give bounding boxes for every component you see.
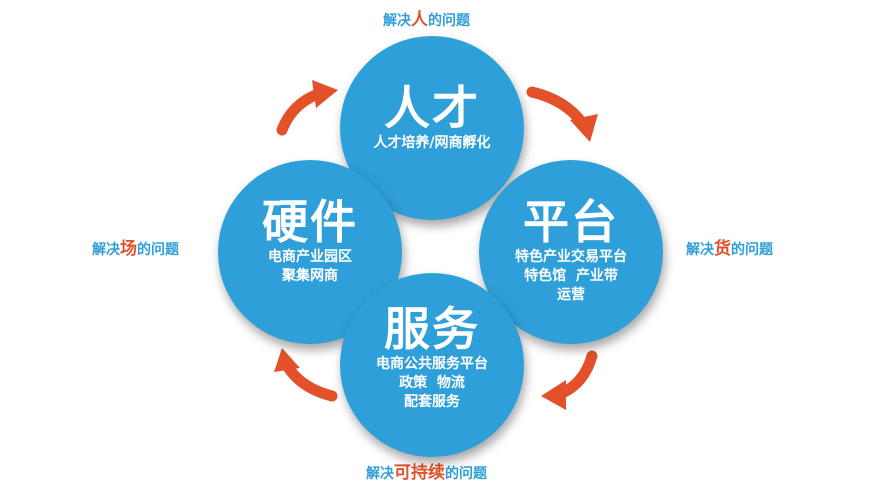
circle-title: 硬件: [262, 195, 358, 249]
caption-emphasis: 货: [714, 239, 731, 259]
arrow-bottom-right-icon: [541, 350, 598, 410]
caption-emphasis: 场: [120, 239, 137, 259]
circle-line: 政策 物流: [399, 375, 465, 391]
caption-emphasis: 人: [411, 10, 428, 30]
circle-line: 电商公共服务平台: [376, 356, 488, 372]
caption-suffix: 的问题: [137, 242, 179, 258]
circle-line: 配套服务: [404, 394, 460, 410]
caption-suffix: 的问题: [445, 466, 487, 482]
caption-bottom: 解决可持续的问题: [366, 458, 487, 483]
circle-title: 人才: [384, 81, 480, 135]
circle-hardware: 硬件 电商产业园区 聚集网商: [218, 160, 402, 344]
circle-service: 服务 电商公共服务平台 政策 物流 配套服务: [340, 273, 524, 457]
caption-left: 解决场的问题: [92, 234, 179, 259]
circle-line: 运营: [557, 287, 585, 303]
caption-emphasis: 可持续: [394, 463, 445, 483]
circle-talent: 人才 人才培养/网商孵化: [340, 36, 524, 220]
arrow-top-right-icon: [526, 86, 598, 142]
circle-line: 特色馆 产业带: [524, 268, 618, 284]
caption-prefix: 解决: [92, 242, 120, 258]
circle-line: 聚集网商: [282, 268, 338, 284]
arrow-top-left-icon: [276, 80, 338, 136]
caption-prefix: 解决: [383, 13, 411, 29]
caption-prefix: 解决: [686, 242, 714, 258]
circle-line: 电商产业园区: [268, 249, 352, 265]
arrow-bottom-left-icon: [274, 348, 338, 402]
caption-suffix: 的问题: [428, 13, 470, 29]
caption-right: 解决货的问题: [686, 234, 773, 259]
caption-top: 解决人的问题: [383, 5, 470, 30]
circle-title: 平台: [523, 195, 619, 249]
circle-title: 服务: [384, 302, 480, 356]
circle-platform: 平台 特色产业交易平台 特色馆 产业带 运营: [479, 160, 663, 344]
circle-line: 特色产业交易平台: [515, 249, 627, 265]
caption-prefix: 解决: [366, 466, 394, 482]
caption-suffix: 的问题: [731, 242, 773, 258]
circle-line: 人才培养/网商孵化: [373, 135, 491, 151]
